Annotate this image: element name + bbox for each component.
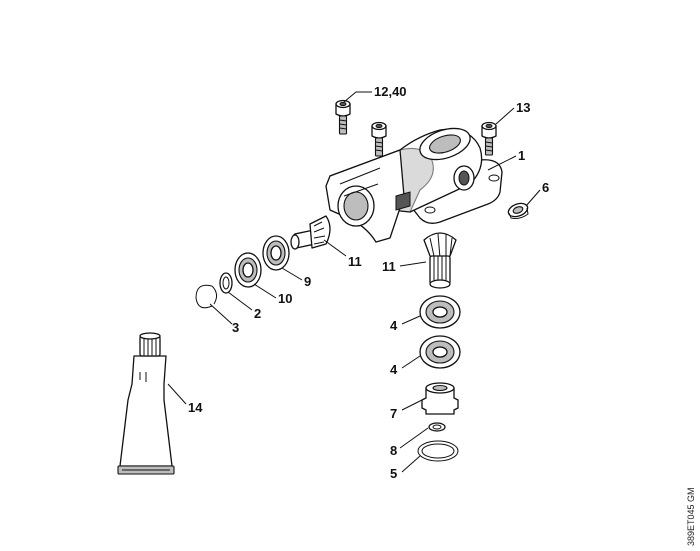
circlip-5	[417, 440, 459, 462]
pinion-shaft-left	[290, 215, 331, 250]
screw-12-40-left	[335, 99, 351, 135]
ball-bearing-4-upper	[419, 295, 461, 329]
screw-13	[481, 121, 497, 156]
callout-11-right: 11	[382, 259, 396, 274]
circlip-3	[195, 284, 218, 309]
callout-14: 14	[188, 400, 203, 415]
callout-5: 5	[390, 466, 397, 481]
gear-housing	[325, 127, 503, 243]
callout-8: 8	[390, 443, 397, 458]
callout-7: 7	[390, 406, 397, 421]
bevel-gear-right	[423, 232, 457, 289]
grease-tube	[117, 332, 175, 475]
callout-4-lower: 4	[390, 362, 398, 377]
callout-13: 13	[516, 100, 530, 115]
washer-8	[428, 422, 446, 432]
callout-2: 2	[254, 306, 261, 321]
callout-9: 9	[304, 274, 311, 289]
leader-lines	[167, 91, 541, 473]
callout-1: 1	[518, 148, 525, 163]
callout-labels: 12,40 13 1 6 11 11 9 10 2 3 4 4 7 8 5 14	[188, 84, 549, 481]
callout-3: 3	[232, 320, 239, 335]
ball-bearing-9	[262, 235, 290, 271]
callout-10: 10	[278, 291, 292, 306]
callout-12-40: 12,40	[374, 84, 407, 99]
drawing-code: 389ET045 GM	[686, 487, 696, 546]
plug-6	[507, 202, 529, 219]
ball-bearing-4-lower	[419, 335, 461, 369]
washer-2	[219, 272, 233, 294]
callout-11-left: 11	[348, 254, 362, 269]
callout-4-upper: 4	[390, 318, 398, 333]
ball-bearing-10	[234, 252, 262, 288]
screw-12-40-right	[371, 121, 387, 157]
callout-6: 6	[542, 180, 549, 195]
sleeve-7	[421, 382, 459, 415]
